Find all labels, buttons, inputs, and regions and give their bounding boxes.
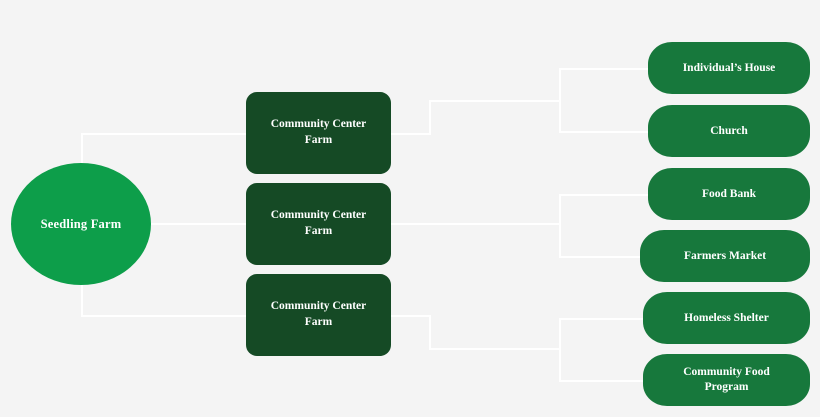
edge-mid3-to-leaf6 — [559, 380, 647, 382]
node-label: Homeless Shelter — [684, 311, 769, 324]
edge-mid1-spine — [559, 68, 561, 131]
edge-mid2-stub — [391, 223, 559, 225]
edge-mid1-to-leaf1 — [559, 68, 651, 70]
edge-root-to-mid-3 — [81, 315, 246, 317]
edge-mid1-stub — [391, 133, 431, 135]
node-label: Community Center Farm — [270, 209, 367, 237]
node-label: Church — [710, 124, 748, 137]
node-food-bank[interactable]: Food Bank — [648, 168, 810, 220]
edge-root-to-mid-2 — [81, 223, 246, 225]
node-community-center-farm-2[interactable]: Community Center Farm — [246, 183, 391, 265]
edge-root-to-mid-1 — [81, 133, 246, 135]
edge-mid3-spine — [559, 318, 561, 380]
edge-mid3-dropper — [429, 315, 431, 350]
edge-mid1-to-leaf2 — [559, 131, 651, 133]
node-label: Food Bank — [701, 187, 756, 200]
node-community-food-program[interactable]: Community Food Program — [643, 354, 810, 406]
node-community-center-farm-1[interactable]: Community Center Farm — [246, 92, 391, 174]
edge-mid3-run — [429, 348, 559, 350]
node-individuals-house[interactable]: Individual’s House — [648, 42, 810, 94]
edge-mid2-to-leaf4 — [559, 256, 644, 258]
node-label: Seedling Farm — [40, 216, 122, 231]
edge-mid3-stub — [391, 315, 431, 317]
node-label: Community Food Program — [683, 366, 770, 393]
node-label: Community Center Farm — [270, 118, 367, 146]
node-label: Individual’s House — [682, 61, 776, 74]
node-community-center-farm-3[interactable]: Community Center Farm — [246, 274, 391, 356]
node-homeless-shelter[interactable]: Homeless Shelter — [643, 292, 810, 344]
node-label: Community Center Farm — [270, 300, 367, 328]
edge-mid1-riser — [429, 100, 431, 135]
edge-mid2-to-leaf3 — [559, 194, 651, 196]
node-church[interactable]: Church — [648, 105, 810, 157]
node-label: Farmers Market — [683, 249, 767, 262]
node-seedling-farm[interactable]: Seedling Farm — [11, 163, 151, 285]
edge-mid1-run — [429, 100, 559, 102]
edge-mid3-to-leaf5 — [559, 318, 647, 320]
edge-mid2-spine — [559, 194, 561, 256]
node-farmers-market[interactable]: Farmers Market — [640, 230, 810, 282]
